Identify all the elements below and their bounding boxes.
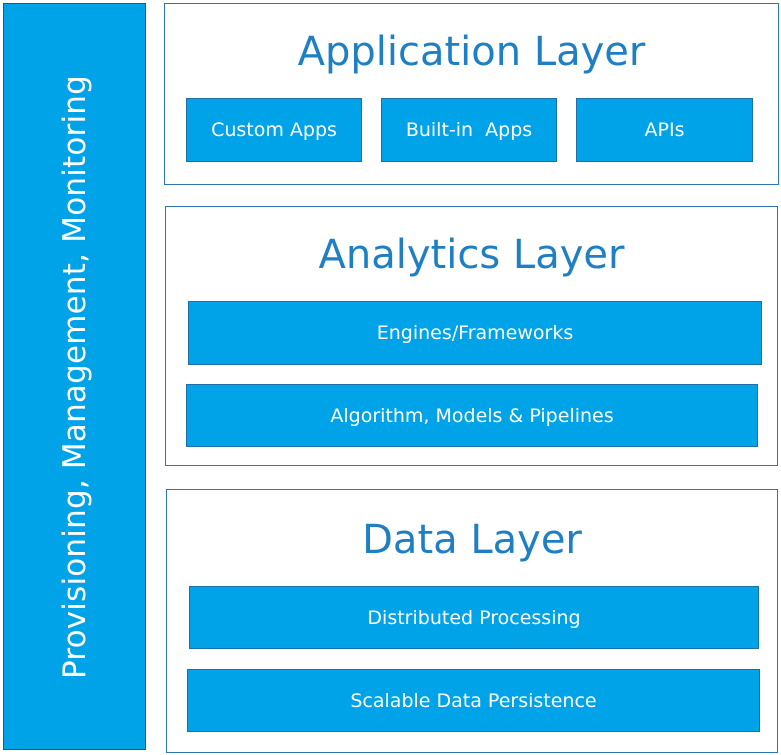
custom-apps-box: Custom Apps [186, 98, 362, 162]
apis-box: APIs [576, 98, 753, 162]
scalable-data-persistence-box: Scalable Data Persistence [187, 669, 760, 732]
distributed-processing-box: Distributed Processing [189, 586, 759, 649]
sidebar-label: Provisioning, Management, Monitoring [56, 74, 93, 679]
application-layer-title: Application Layer [297, 29, 646, 75]
algorithm-models-pipelines-box: Algorithm, Models & Pipelines [186, 384, 758, 447]
analytics-layer-title: Analytics Layer [318, 232, 625, 278]
engines-frameworks-box: Engines/Frameworks [188, 301, 762, 365]
analytics-layer: Analytics Layer Engines/Frameworks Algor… [165, 206, 778, 466]
data-layer-title: Data Layer [362, 517, 582, 563]
data-layer: Data Layer Distributed Processing Scalab… [166, 489, 778, 753]
built-in-apps-box: Built-in Apps [381, 98, 557, 162]
management-sidebar: Provisioning, Management, Monitoring [3, 3, 146, 750]
application-layer: Application Layer Custom Apps Built-in A… [164, 3, 779, 185]
